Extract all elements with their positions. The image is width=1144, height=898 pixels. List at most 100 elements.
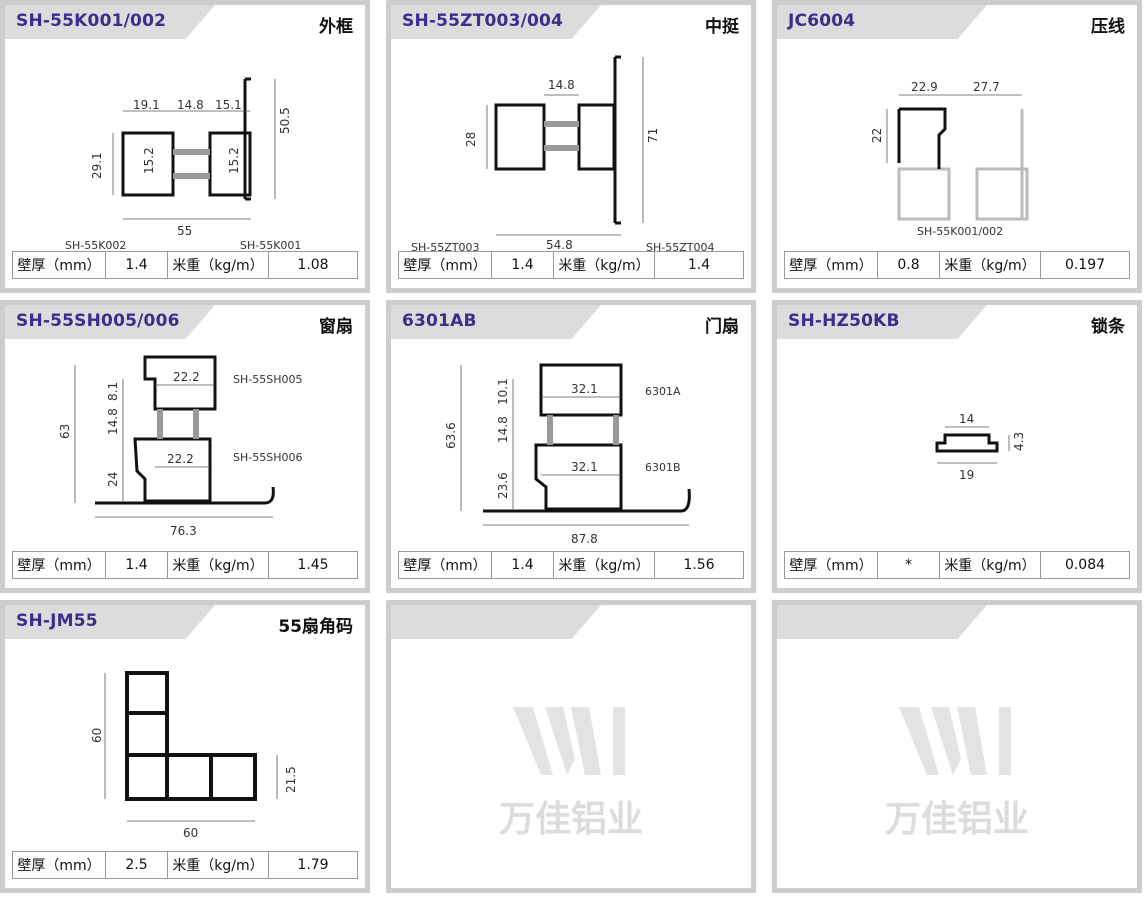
weight-label: 米重（kg/m）	[168, 552, 269, 578]
wall-value: 1.4	[492, 252, 554, 278]
dim-label: 14.8	[106, 408, 120, 435]
spec-table: 壁厚（mm） 0.8 米重（kg/m） 0.197	[784, 251, 1130, 279]
weight-label: 米重（kg/m）	[940, 552, 1041, 578]
weight-value: 0.084	[1064, 557, 1106, 573]
dim-label: 28	[464, 132, 478, 147]
dim-label: 15.1	[215, 98, 242, 112]
spec-table: 壁厚（mm） 1.4 米重（kg/m） 1.08	[12, 251, 358, 279]
profile-drawing: 14.8 28 71 54.8 SH-55ZT003 SH-55ZT004	[411, 55, 714, 254]
wall-label: 壁厚（mm）	[13, 552, 106, 578]
dim-label: 4.3	[1012, 432, 1026, 451]
placeholder-card: 万佳铝业	[772, 600, 1142, 893]
profile-drawing: 63.6 10.1 14.8 23.6 32.1 32.1 87.8 6301A…	[444, 363, 691, 546]
profile-card-sh-jm55: SH-JM55 55扇角码 60 21.5 60 壁厚（mm） 2.5 米重（k…	[0, 600, 370, 893]
dim-label: 19.1	[133, 98, 160, 112]
dim-label: 63.6	[444, 422, 458, 449]
wall-value: 0.8	[878, 252, 940, 278]
part-label: 6301B	[645, 461, 681, 474]
spec-table: 壁厚（mm） 1.4 米重（kg/m） 1.56	[398, 551, 744, 579]
wall-label: 壁厚（mm）	[399, 252, 492, 278]
profile-name: 压线	[1091, 17, 1125, 37]
part-label: SH-55ZT003	[411, 241, 479, 254]
card-header: SH-HZ50KB 锁条	[777, 305, 1137, 339]
profile-card-sh-55zt003-004: SH-55ZT003/004 中挺 14.8 28 71 54.8 SH-55Z…	[386, 0, 756, 293]
dim-label: 15.2	[142, 147, 156, 174]
weight-value: 1.08	[297, 257, 329, 273]
profile-card-sh-55k001-002: SH-55K001/002 外框 19.1 14.8 15.1 50.5 29.…	[0, 0, 370, 293]
wall-value: 1.4	[492, 552, 554, 578]
placeholder-card: 万佳铝业	[386, 600, 756, 893]
dim-label: 54.8	[546, 238, 573, 252]
dim-label: 27.7	[973, 80, 1000, 94]
profile-name: 55扇角码	[278, 617, 353, 637]
profile-code: 6301AB	[402, 311, 477, 331]
brand-watermark: 万佳铝业	[499, 707, 643, 840]
weight-label: 米重（kg/m）	[168, 852, 269, 878]
card-header: SH-JM55 55扇角码	[5, 605, 365, 639]
weight-label: 米重（kg/m）	[554, 252, 655, 278]
profile-code: SH-JM55	[16, 611, 98, 631]
card-header: JC6004 压线	[777, 5, 1137, 39]
watermark-text: 万佳铝业	[499, 798, 643, 840]
dim-label: 60	[90, 728, 104, 743]
profile-drawing: 63 8.1 14.8 24 22.2 22.2 76.3 SH-55SH005…	[58, 355, 302, 538]
card-header	[777, 605, 1137, 639]
wall-label: 壁厚（mm）	[13, 852, 106, 878]
spec-table: 壁厚（mm） 2.5 米重（kg/m） 1.79	[12, 851, 358, 879]
dim-label: 14.8	[496, 416, 510, 443]
part-label: SH-55ZT004	[646, 241, 714, 254]
part-label: SH-55SH006	[233, 451, 302, 464]
dim-label: 29.1	[90, 152, 104, 179]
profile-name: 门扇	[705, 317, 739, 337]
profile-code: SH-55ZT003/004	[402, 11, 564, 31]
wall-label: 壁厚（mm）	[13, 252, 106, 278]
dim-label: 60	[183, 826, 198, 840]
profile-card-sh-hz50kb: SH-HZ50KB 锁条 14 4.3 19 壁厚（mm） * 米重（kg/m）…	[772, 300, 1142, 593]
dim-label: 15.2	[227, 147, 241, 174]
profile-drawing: 60 21.5 60	[90, 671, 298, 840]
dim-label: 76.3	[170, 524, 197, 538]
profile-code: SH-55K001/002	[16, 11, 167, 31]
profile-name: 中挺	[705, 17, 739, 37]
brand-watermark: 万佳铝业	[885, 707, 1029, 840]
profile-card-6301ab: 6301AB 门扇 63.6 10.1 14.8 23.6 32.1 32.1 …	[386, 300, 756, 593]
profile-drawing: 22.9 27.7 22 SH-55K001/002	[870, 80, 1029, 238]
weight-label: 米重（kg/m）	[940, 252, 1041, 278]
dim-label: 24	[106, 472, 120, 487]
profile-name: 锁条	[1091, 317, 1125, 337]
wall-value: 1.4	[106, 552, 168, 578]
card-header: 6301AB 门扇	[391, 305, 751, 339]
profile-drawing: 19.1 14.8 15.1 50.5 29.1 15.2 15.2 55 SH…	[65, 77, 301, 252]
card-header	[391, 605, 751, 639]
dim-label: 22	[870, 128, 884, 143]
dim-label: 22.2	[167, 452, 194, 466]
dim-label: 63	[58, 424, 72, 439]
profile-code: JC6004	[788, 11, 856, 31]
weight-value: 1.4	[687, 257, 711, 273]
dim-label: 8.1	[106, 382, 120, 401]
dim-label: 71	[646, 128, 660, 143]
dim-label: 22.9	[911, 80, 938, 94]
watermark-text: 万佳铝业	[885, 798, 1029, 840]
profile-drawing: 14 4.3 19	[935, 412, 1026, 482]
profile-name: 外框	[319, 17, 353, 37]
weight-label: 米重（kg/m）	[168, 252, 269, 278]
profile-card-jc6004: JC6004 压线 22.9 27.7 22 SH-55K001/002 壁厚（…	[772, 0, 1142, 293]
dim-label: 22.2	[173, 370, 200, 384]
card-header: SH-55SH005/006 窗扇	[5, 305, 365, 339]
weight-value: 1.79	[297, 857, 329, 873]
card-header: SH-55ZT003/004 中挺	[391, 5, 751, 39]
weight-value: 0.197	[1064, 257, 1106, 273]
dim-label: 19	[959, 468, 974, 482]
spec-table: 壁厚（mm） 1.4 米重（kg/m） 1.45	[12, 551, 358, 579]
weight-label: 米重（kg/m）	[554, 552, 655, 578]
profile-code: SH-HZ50KB	[788, 311, 900, 331]
wall-value: 2.5	[106, 852, 168, 878]
part-label: SH-55K001	[240, 239, 301, 252]
wall-value: 1.4	[106, 252, 168, 278]
part-label: SH-55K001/002	[917, 225, 1003, 238]
weight-value: 1.56	[683, 557, 715, 573]
part-label: 6301A	[645, 385, 681, 398]
wall-label: 壁厚（mm）	[785, 552, 878, 578]
dim-label: 23.6	[496, 472, 510, 499]
